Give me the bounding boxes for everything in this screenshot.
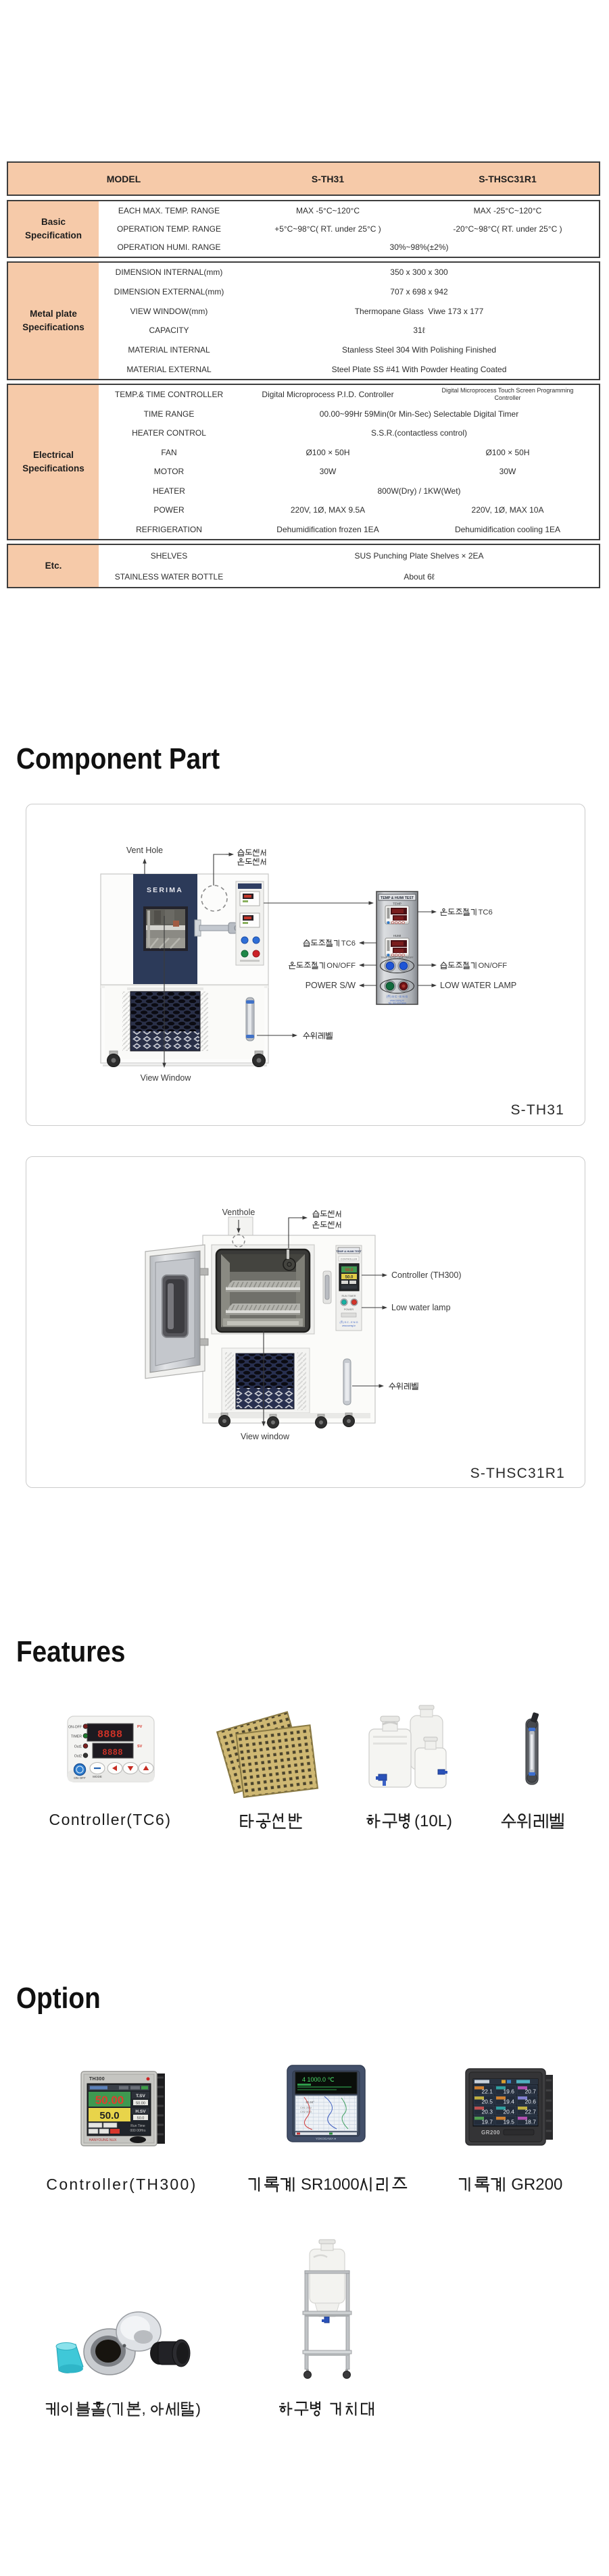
svg-text:Controller (TH300): Controller (TH300) <box>391 1270 462 1280</box>
svg-text:(10L): (10L) <box>414 1812 452 1830</box>
svg-text:HUMI: HUMI <box>393 934 401 937</box>
svg-text:22.7: 22.7 <box>525 2109 536 2115</box>
svg-text:Run Time: Run Time <box>130 2124 145 2128</box>
svg-text:S-TH31: S-TH31 <box>510 1102 564 1118</box>
svg-text:www.sceng.kr: www.sceng.kr <box>342 1324 356 1327</box>
svg-text:ON-OFF: ON-OFF <box>68 1726 82 1730</box>
svg-text:(주) S C - E N G: (주) S C - E N G <box>387 995 408 999</box>
svg-text:TC6: TC6 <box>479 908 493 917</box>
svg-text:SR1000: SR1000 <box>296 2175 359 2194</box>
svg-text:HANYOUNG NUX: HANYOUNG NUX <box>89 2138 118 2142</box>
svg-text:TEMP ON/OFF HUMI ON/OFF: TEMP ON/OFF HUMI ON/OFF <box>381 956 414 959</box>
svg-text:8888: 8888 <box>103 1747 124 1757</box>
svg-text:Low water lamp: Low water lamp <box>391 1303 451 1312</box>
svg-text:8888: 8888 <box>97 1728 122 1740</box>
svg-text:View Window: View Window <box>141 1073 192 1083</box>
svg-text:www.sceng.kr: www.sceng.kr <box>390 1000 405 1002</box>
svg-text:TIMER: TIMER <box>71 1735 82 1739</box>
svg-text:): ) <box>196 2400 201 2417</box>
svg-text:50.0: 50.0 <box>345 1276 354 1280</box>
svg-text:SV: SV <box>137 1745 143 1749</box>
svg-text:50.0: 50.0 <box>345 1268 354 1272</box>
svg-text:PV: PV <box>137 1725 143 1729</box>
svg-text:Vent Hole: Vent Hole <box>126 846 163 855</box>
svg-text:Controller(TC6): Controller(TC6) <box>49 1811 172 1828</box>
svg-text:19.5: 19.5 <box>503 2119 514 2126</box>
svg-text:TC6: TC6 <box>341 939 356 948</box>
svg-text:GR200: GR200 <box>481 2130 500 2136</box>
svg-text:Venthole: Venthole <box>222 1208 255 1217</box>
svg-text:Out2: Out2 <box>74 1755 82 1759</box>
svg-text:50.00: 50.00 <box>136 2102 145 2106</box>
svg-text:POWER: POWER <box>344 1308 354 1311</box>
svg-text:,: , <box>142 2400 151 2417</box>
svg-text:H.SV: H.SV <box>135 2109 146 2114</box>
svg-text:ON/OFF: ON/OFF <box>479 962 508 970</box>
svg-text:CONTROLLER: CONTROLLER <box>341 1258 358 1261</box>
svg-text:S-THSC31R1: S-THSC31R1 <box>470 1466 565 1481</box>
svg-text:20.5: 20.5 <box>481 2098 493 2105</box>
svg-text:20.3: 20.3 <box>481 2109 493 2115</box>
svg-text:Controller(TH300): Controller(TH300) <box>46 2175 197 2193</box>
svg-text:12.34°: 12.34° <box>306 2101 314 2104</box>
svg-text:CH2 50.0: CH2 50.0 <box>300 2110 312 2113</box>
svg-text:20.7: 20.7 <box>525 2088 536 2095</box>
svg-text:Out1: Out1 <box>74 1745 82 1749</box>
svg-text:50.0: 50.0 <box>137 2117 145 2121</box>
svg-text:(주) S C - E N G: (주) S C - E N G <box>339 1321 358 1324</box>
svg-text:22.1: 22.1 <box>481 2088 493 2095</box>
svg-text:(: ( <box>106 2400 112 2417</box>
svg-text:TH300: TH300 <box>89 2077 105 2082</box>
svg-text:000 00Hrs: 000 00Hrs <box>130 2129 146 2133</box>
svg-text:TEL 031-000-0000: TEL 031-000-0000 <box>388 1002 406 1005</box>
svg-text:CH1 25.0: CH1 25.0 <box>300 2106 312 2109</box>
svg-text:18.7: 18.7 <box>525 2119 536 2126</box>
svg-text:T.SV: T.SV <box>136 2094 145 2098</box>
svg-text:50.0: 50.0 <box>99 2110 119 2121</box>
svg-text:POWER S/W: POWER S/W <box>306 981 356 990</box>
svg-text:20.6: 20.6 <box>525 2098 536 2105</box>
svg-text:19.6: 19.6 <box>503 2088 514 2095</box>
svg-text:19.4: 19.4 <box>503 2098 514 2105</box>
svg-text:50.00: 50.00 <box>95 2094 124 2107</box>
svg-text:ON·OFF: ON·OFF <box>74 1776 86 1780</box>
svg-text:19.7: 19.7 <box>481 2119 493 2126</box>
svg-text:GR200: GR200 <box>507 2175 563 2194</box>
svg-text:TEMP: TEMP <box>393 902 401 906</box>
svg-text:YOKOGAWA ●: YOKOGAWA ● <box>316 2137 336 2140</box>
svg-text:LOW WATER LAMP: LOW WATER LAMP <box>440 981 516 990</box>
svg-text:View window: View window <box>241 1432 290 1441</box>
svg-text:20.4: 20.4 <box>503 2109 514 2115</box>
svg-text:SERIMA: SERIMA <box>147 886 183 894</box>
svg-text:MODE: MODE <box>93 1775 102 1778</box>
svg-text:RUN TIMER: RUN TIMER <box>341 1295 356 1297</box>
svg-text:TEMP & HUMI TEST: TEMP & HUMI TEST <box>336 1250 362 1253</box>
svg-text:4 1000.0 ℃: 4 1000.0 ℃ <box>302 2076 335 2083</box>
svg-text:TEMP & HUMI TEST: TEMP & HUMI TEST <box>381 896 414 900</box>
svg-text:ON/OFF: ON/OFF <box>326 962 356 970</box>
